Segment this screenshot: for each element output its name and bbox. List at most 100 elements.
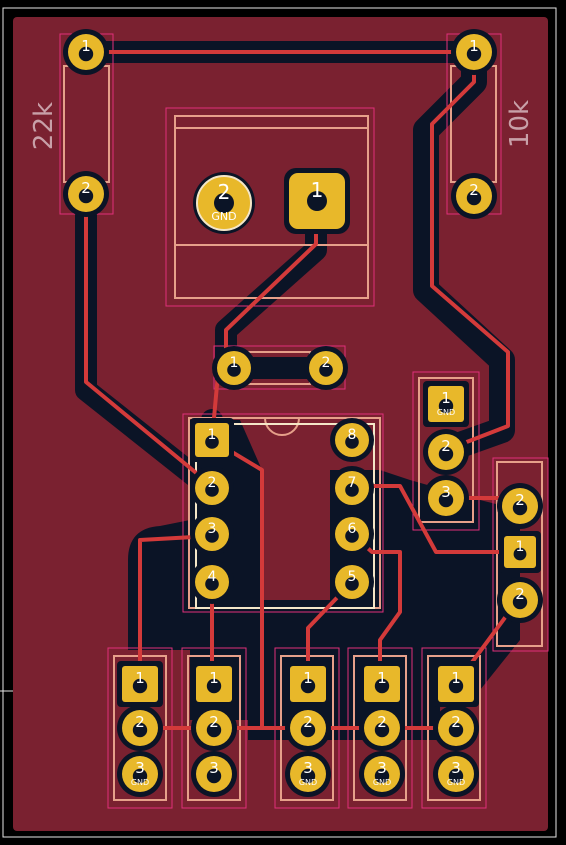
pad-drill-hole	[374, 678, 390, 694]
pad-number: 2	[515, 585, 525, 603]
pad-drill-hole	[205, 435, 219, 449]
pad-net-label: GND	[373, 778, 391, 787]
ic-body-outline	[195, 423, 375, 609]
pad-sw-2[interactable]: 2	[497, 483, 543, 529]
pad-net-label: GND	[437, 408, 455, 417]
pad-number: 3	[303, 759, 313, 777]
pad-net-label: GND	[131, 778, 149, 787]
pad-c1-2[interactable]: 2	[304, 346, 348, 390]
pad-drill-hole	[448, 678, 464, 694]
pad-h2-1[interactable]: 1	[191, 661, 237, 707]
pad-drill-hole	[132, 678, 148, 694]
pad-number: 2	[441, 437, 451, 455]
pad-number: 3	[209, 759, 219, 777]
pad-h3-1[interactable]: 1	[285, 661, 331, 707]
pad-h4-1[interactable]: 1	[359, 661, 405, 707]
pad-number: 1	[516, 539, 525, 555]
pad-drill-hole	[206, 678, 222, 694]
pad-number: 4	[208, 569, 217, 585]
pad-number: 1	[81, 37, 91, 55]
power-connector-pad-2-number: 2	[218, 180, 231, 204]
pad-drill-hole	[227, 363, 241, 377]
pad-drill-hole	[448, 722, 464, 738]
pad-number: 2	[322, 355, 331, 371]
pad-drill-hole	[205, 577, 219, 591]
power-connector-pad-1-hole	[307, 191, 327, 211]
pad-number: 2	[209, 713, 219, 731]
pad-number: 1	[441, 389, 451, 407]
pad-number: 7	[348, 475, 357, 491]
pad-number: 2	[377, 713, 387, 731]
pad-drill-hole	[448, 768, 464, 784]
pad-h4-2[interactable]: 2	[359, 705, 405, 751]
pad-drill-hole	[438, 492, 454, 508]
pad-drill-hole	[206, 722, 222, 738]
pad-number: 1	[209, 669, 219, 687]
pad-drill-hole	[438, 446, 454, 462]
pad-ic-2[interactable]: 2	[190, 466, 234, 510]
pad-h5-2[interactable]: 2	[433, 705, 479, 751]
pad-drill-hole	[374, 722, 390, 738]
pad-drill-hole	[466, 190, 482, 206]
pad-drill-hole	[205, 483, 219, 497]
pad-drill-hole	[206, 768, 222, 784]
pad-drill-hole	[300, 768, 316, 784]
pad-ic-6[interactable]: 6	[330, 512, 374, 556]
pad-drill-hole	[466, 46, 482, 62]
pad-ic-8[interactable]: 8	[330, 418, 374, 462]
pad-number: 1	[230, 355, 239, 371]
pad-drill-hole	[345, 483, 359, 497]
pad-drill-hole	[512, 594, 528, 610]
power-connector-pad-2-hole	[214, 193, 234, 213]
pad-number: 3	[451, 759, 461, 777]
pad-j1-3[interactable]: 3	[423, 475, 469, 521]
pad-ic-4[interactable]: 4	[190, 560, 234, 604]
pad-ic-3[interactable]: 3	[190, 512, 234, 556]
pad-j1-2[interactable]: 2	[423, 429, 469, 475]
pad-r2-2[interactable]: 2	[451, 173, 497, 219]
pad-number: 1	[135, 669, 145, 687]
pad-number: 2	[81, 179, 91, 197]
pad-h5-1[interactable]: 1	[433, 661, 479, 707]
pad-h1-1[interactable]: 1	[117, 661, 163, 707]
pad-h3-2[interactable]: 2	[285, 705, 331, 751]
pad-drill-hole	[132, 722, 148, 738]
pad-net-label: GND	[299, 778, 317, 787]
pad-number: 1	[469, 37, 479, 55]
pad-drill-hole	[438, 398, 454, 414]
pad-number: 1	[377, 669, 387, 687]
pad-drill-hole	[78, 46, 94, 62]
pad-net-label: GND	[447, 778, 465, 787]
pad-sw-1[interactable]: 1	[499, 531, 541, 573]
pad-number: 2	[208, 475, 217, 491]
pad-h2-3[interactable]: 3	[191, 751, 237, 797]
pad-h2-2[interactable]: 2	[191, 705, 237, 751]
pad-number: 2	[469, 181, 479, 199]
pad-drill-hole	[512, 500, 528, 516]
pad-sw-3[interactable]: 2	[497, 577, 543, 623]
pad-r1-2[interactable]: 2	[63, 171, 109, 217]
pad-ic-7[interactable]: 7	[330, 466, 374, 510]
pad-number: 3	[441, 483, 451, 501]
pad-number: 8	[348, 427, 357, 443]
pad-drill-hole	[205, 529, 219, 543]
pad-c1-1[interactable]: 1	[212, 346, 256, 390]
pad-number: 1	[451, 669, 461, 687]
pad-r2-1[interactable]: 1	[451, 29, 497, 75]
pad-h1-2[interactable]: 2	[117, 705, 163, 751]
power-connector-pad-2-net: GND	[211, 210, 236, 223]
pad-r1-1[interactable]: 1	[63, 29, 109, 75]
pad-ic-1[interactable]: 1	[190, 418, 234, 462]
pad-ic-5[interactable]: 5	[330, 560, 374, 604]
pad-number: 2	[451, 713, 461, 731]
pad-drill-hole	[78, 188, 94, 204]
pad-number: 1	[303, 669, 313, 687]
power-connector: 2 GND 1	[193, 168, 350, 234]
